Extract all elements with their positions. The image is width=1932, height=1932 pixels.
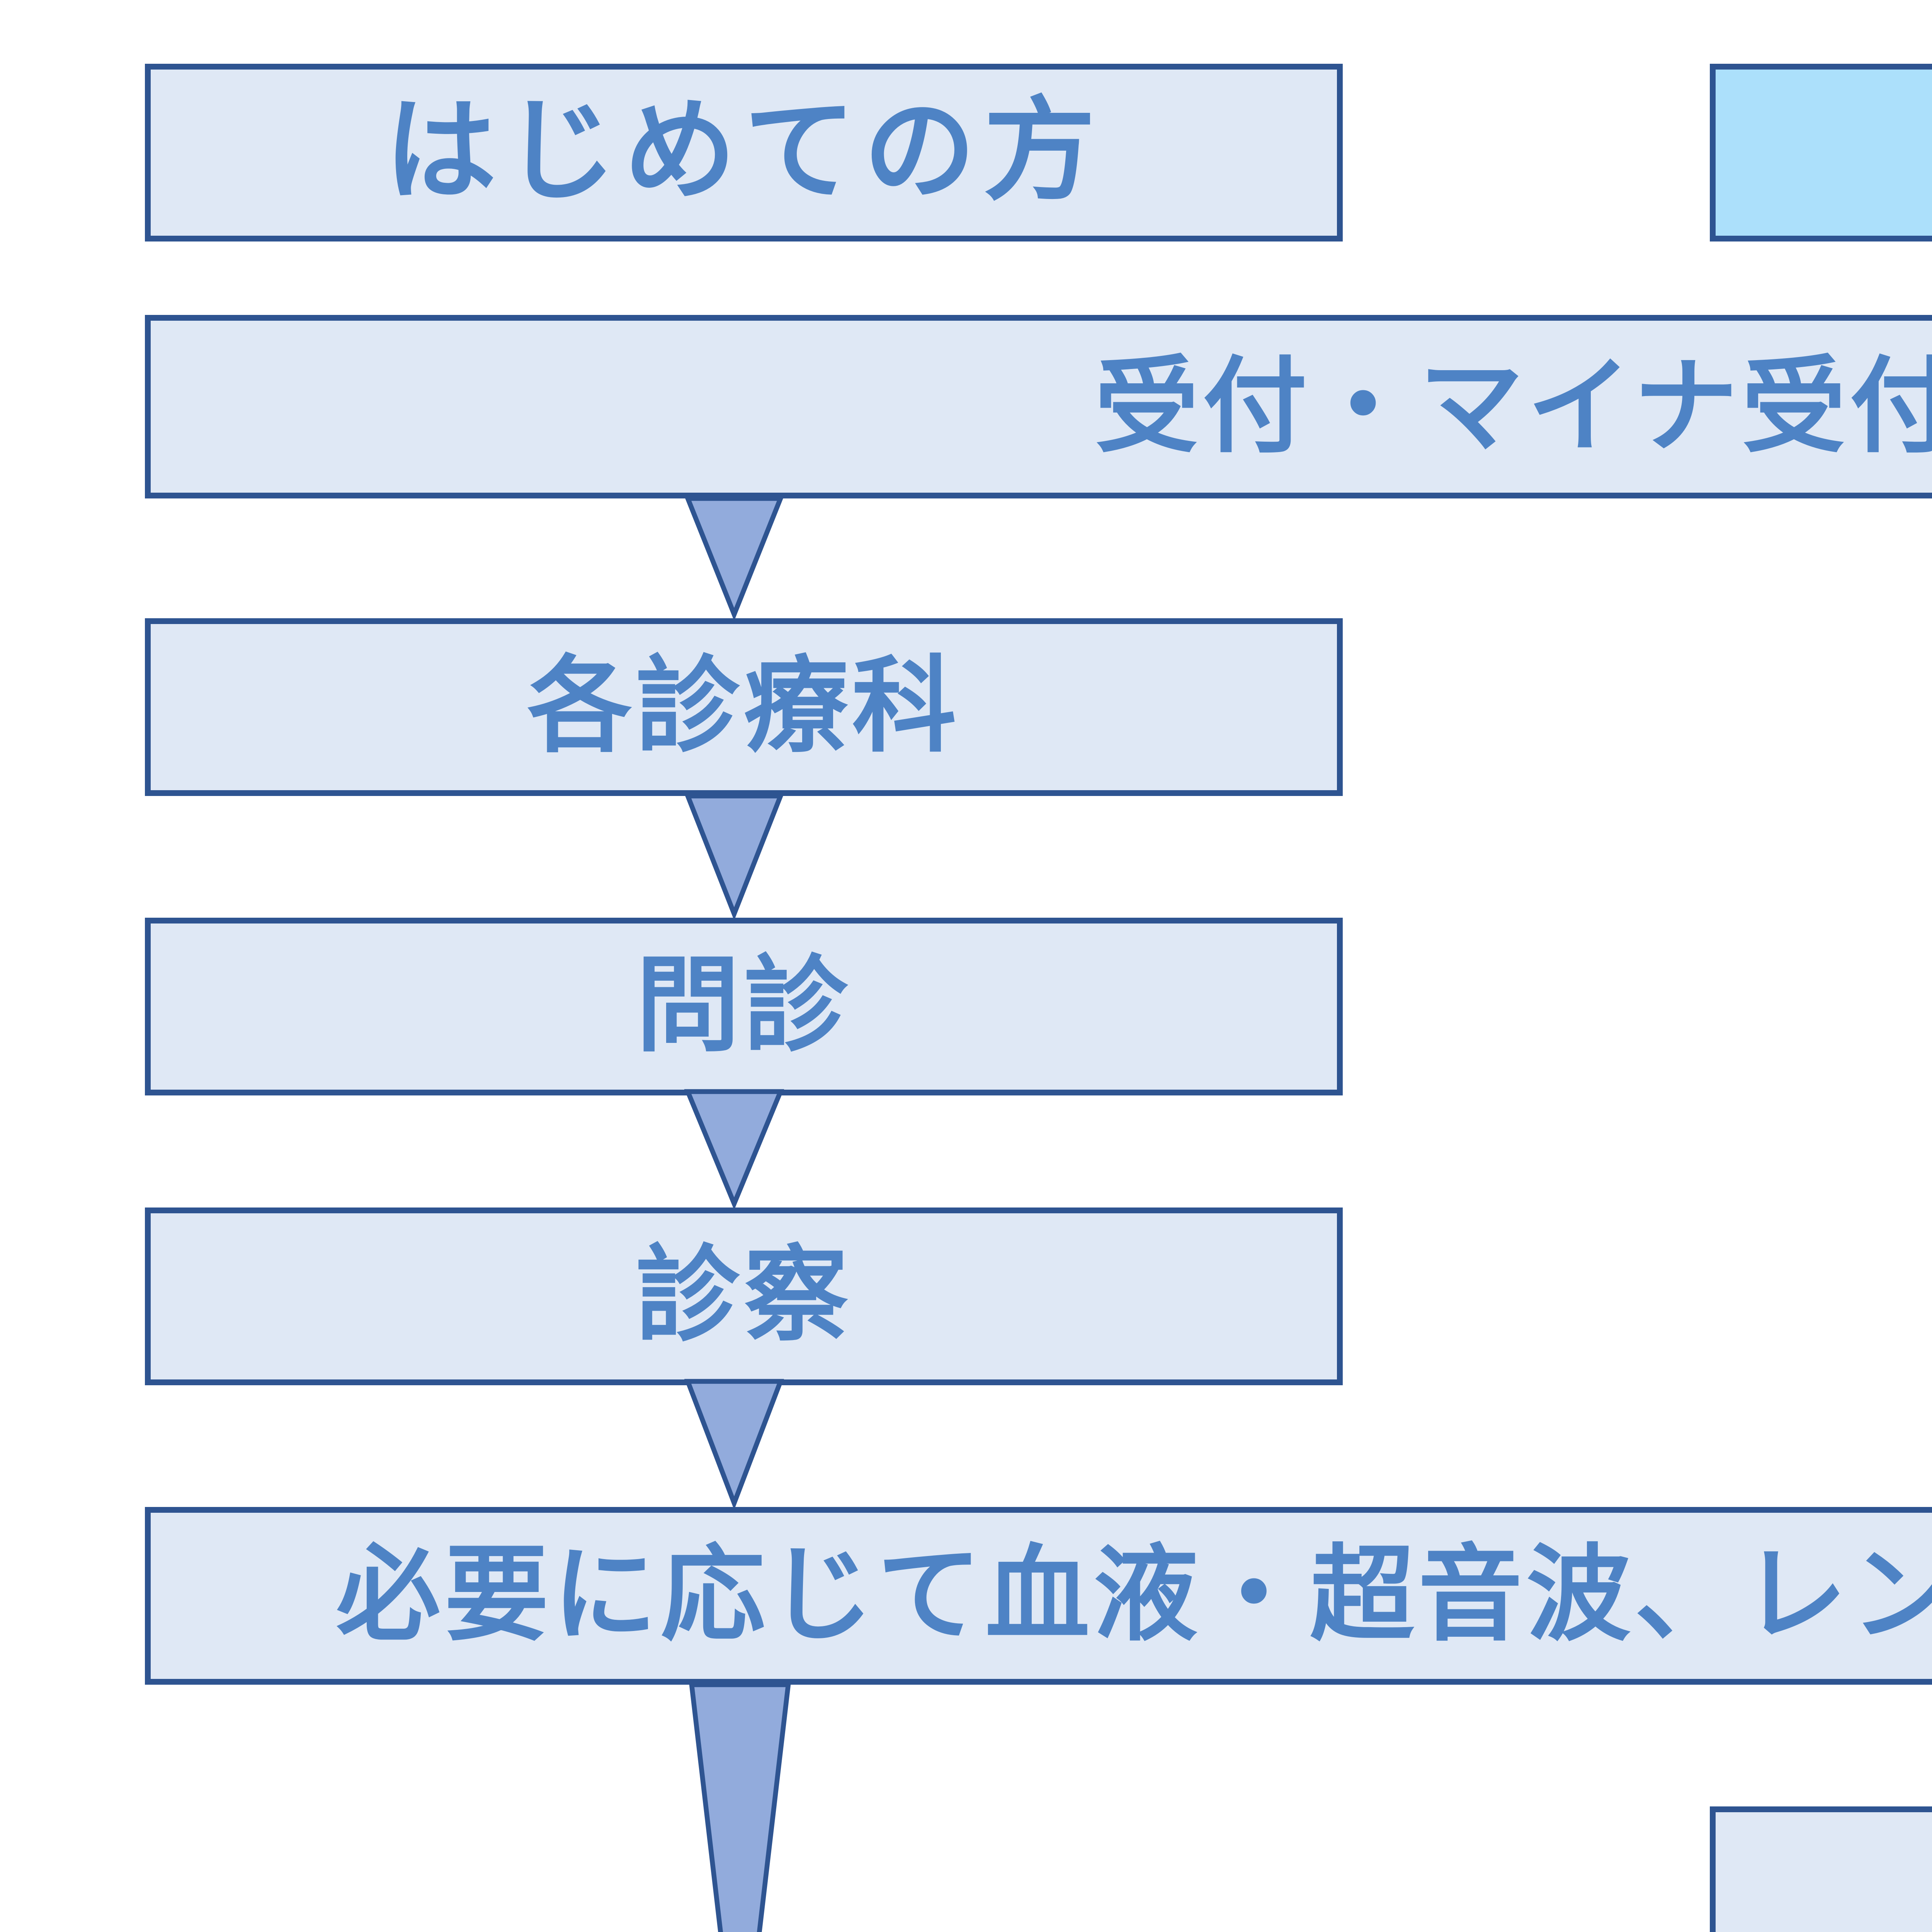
node-first-visit-header: はじめての方 bbox=[145, 64, 1343, 242]
node-examination-first: 診察 bbox=[145, 1208, 1343, 1385]
interview-label: 問診 bbox=[636, 949, 852, 1065]
node-departments: 各診療科 bbox=[145, 618, 1343, 796]
arrow-reception-to-departments bbox=[684, 496, 784, 621]
examination-first-label: 診察 bbox=[636, 1238, 852, 1354]
node-examination-revisit: 診察 bbox=[1710, 1806, 1932, 1932]
node-interview: 問診 bbox=[145, 918, 1343, 1095]
arrow-departments-to-interview bbox=[684, 793, 784, 921]
arrow-tests-to-results bbox=[689, 1682, 791, 1932]
reception-label: 受付・マイナ受付 bbox=[1094, 349, 1932, 465]
node-tests: 必要に応じて血液・超音波、レントゲン撮影など bbox=[145, 1507, 1932, 1685]
first-visit-header-label: はじめての方 bbox=[384, 89, 1103, 214]
arrow-examination-to-tests bbox=[684, 1379, 784, 1510]
arrow-interview-to-examination bbox=[684, 1089, 784, 1210]
node-revisit-header: 再診の方 bbox=[1710, 64, 1932, 242]
departments-label: 各診療科 bbox=[527, 649, 960, 765]
node-reception: 受付・マイナ受付 bbox=[145, 315, 1932, 498]
tests-label: 必要に応じて血液・超音波、レントゲン撮影など bbox=[336, 1538, 1932, 1654]
